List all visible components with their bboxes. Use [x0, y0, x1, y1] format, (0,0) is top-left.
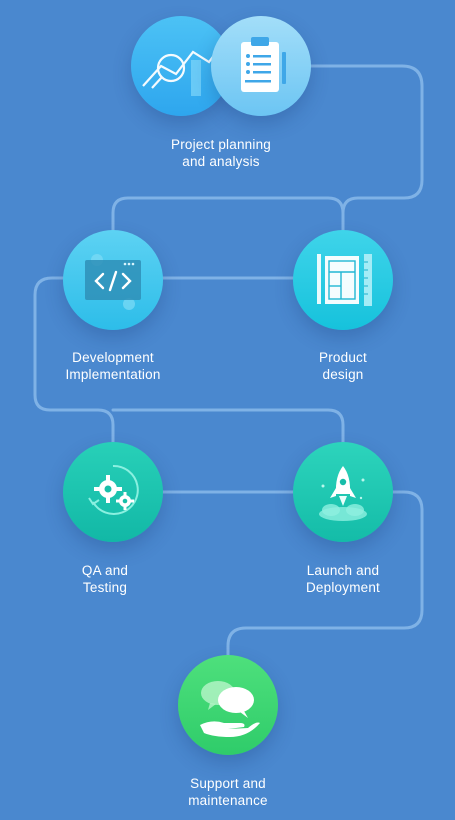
launch-circle — [293, 442, 393, 542]
connector-launch-support — [226, 490, 424, 658]
step-label-development: Development Implementation — [65, 350, 161, 382]
development-circle — [63, 230, 163, 330]
support-circle — [178, 655, 278, 755]
connector-development-qa — [33, 276, 115, 446]
chat-hand-icon — [200, 681, 260, 737]
clipboard-analytics-icon — [241, 37, 286, 92]
connector-planning-design — [298, 64, 424, 232]
step-label-launch: Launch and Deployment — [305, 563, 381, 595]
planning-circle-back — [131, 16, 231, 116]
connector-design-launch — [111, 408, 345, 446]
step-label-support: Support and maintenance — [188, 776, 268, 808]
rocket-icon — [319, 466, 367, 521]
step-label-qa: QA and Testing — [81, 563, 129, 595]
design-circle — [293, 230, 393, 330]
gears-icon — [88, 464, 139, 515]
code-window-icon — [85, 254, 141, 310]
step-label-design: Product design — [319, 350, 367, 382]
qa-circle — [63, 442, 163, 542]
connector-planning-development — [111, 196, 345, 234]
step-label-planning: Project planning and analysis — [170, 137, 271, 169]
blueprint-icon — [317, 254, 372, 306]
planning-circle — [211, 16, 311, 116]
